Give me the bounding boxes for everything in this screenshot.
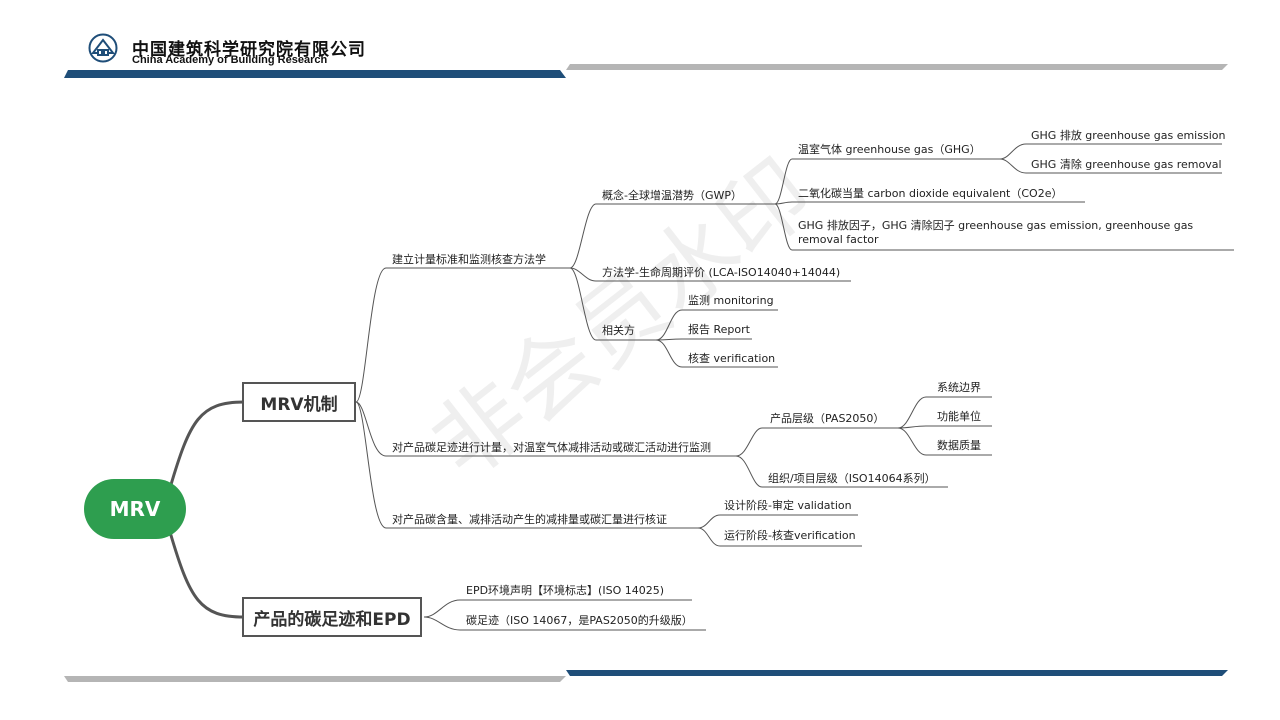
node-co2e[interactable]: 二氧化碳当量 carbon dioxide equivalent（CO2e） [798, 187, 1063, 200]
connector-c1-gwp [569, 203, 775, 269]
connector-b1-c3 [355, 401, 698, 529]
node-monitoring[interactable]: 监测 monitoring [688, 294, 774, 307]
node-operation-verification[interactable]: 运行阶段-核查verification [724, 529, 856, 542]
header-rule-blue [64, 70, 566, 78]
branch-product-carbon-footprint-epd[interactable]: 产品的碳足迹和EPD [242, 597, 422, 637]
footer-rule-gray [64, 676, 566, 682]
node-product-level[interactable]: 产品层级（PAS2050） [770, 412, 885, 425]
connector-ghg-removal [999, 158, 1222, 174]
connector-parties-report [655, 338, 752, 341]
connector-product-boundary [897, 396, 992, 429]
connector-product-unit [897, 425, 992, 429]
header: 中国建筑科学研究院有限公司 China Academy of Building … [0, 0, 1280, 90]
connector-c2-org [735, 455, 948, 488]
connector-gwp-ghg [774, 158, 1000, 205]
node-functional-unit[interactable]: 功能单位 [937, 410, 981, 423]
connector-product-quality [897, 427, 992, 456]
connector-b2-cf [423, 616, 706, 631]
node-system-boundary[interactable]: 系统边界 [937, 381, 981, 394]
node-product-carbon-measurement[interactable]: 对产品碳足迹进行计量，对温室气体减排活动或碳汇活动进行监测 [392, 441, 711, 454]
connector-gwp-co2e [774, 201, 1085, 205]
connector-parties-monitoring [655, 309, 778, 341]
node-ghg[interactable]: 温室气体 greenhouse gas（GHG） [798, 143, 981, 156]
connector-root-branch2 [168, 531, 245, 619]
node-verification[interactable]: 对产品碳含量、减排活动产生的减排量或碳汇量进行核证 [392, 513, 667, 526]
node-ghg-emission[interactable]: GHG 排放 greenhouse gas emission [1031, 129, 1226, 142]
org-name-en: China Academy of Building Research [132, 54, 328, 66]
node-design-validation[interactable]: 设计阶段-审定 validation [724, 499, 852, 512]
branch-mrv-mechanism[interactable]: MRV机制 [242, 382, 356, 422]
connector-root-branch1 [168, 400, 245, 489]
connector-c3-design [697, 514, 858, 529]
node-gwp[interactable]: 概念-全球增温潜势（GWP） [602, 189, 743, 202]
mindmap-root[interactable]: MRV [84, 479, 186, 539]
connector-parties-verification [655, 339, 778, 368]
node-verification-party[interactable]: 核查 verification [688, 352, 776, 365]
node-epd[interactable]: EPD环境声明【环境标志】(ISO 14025) [466, 584, 665, 597]
node-lca[interactable]: 方法学-生命周期评价 (LCA-ISO14040+14044) [602, 266, 841, 279]
node-related-parties[interactable]: 相关方 [602, 324, 635, 337]
connector-b2-epd [423, 599, 692, 618]
cabr-logo-icon [88, 33, 118, 63]
header-rule-gray [566, 64, 1228, 70]
node-ghg-removal[interactable]: GHG 清除 greenhouse gas removal [1031, 158, 1222, 171]
connector-c2-product [735, 427, 898, 457]
connector-c3-operation [697, 527, 862, 547]
connector-gwp-factor [774, 203, 1234, 251]
connector-b1-c2 [355, 401, 736, 457]
footer-rule-blue [566, 670, 1228, 676]
connector-c1-lca [569, 267, 851, 282]
connector-ghg-emission [999, 143, 1222, 160]
node-emission-factor[interactable]: GHG 排放因子，GHG 清除因子 greenhouse gas emissio… [798, 219, 1194, 246]
node-carbon-footprint[interactable]: 碳足迹（ISO 14067，是PAS2050的升级版） [466, 614, 693, 627]
connector-b1-c1 [355, 267, 570, 403]
node-standards-methodology[interactable]: 建立计量标准和监测核查方法学 [392, 253, 546, 266]
org-name-cn: 中国建筑科学研究院有限公司 [132, 40, 366, 60]
node-org-project-level[interactable]: 组织/项目层级（ISO14064系列） [768, 472, 936, 485]
node-report[interactable]: 报告 Report [688, 323, 750, 336]
node-data-quality[interactable]: 数据质量 [937, 439, 981, 452]
connector-c1-parties [569, 267, 656, 341]
